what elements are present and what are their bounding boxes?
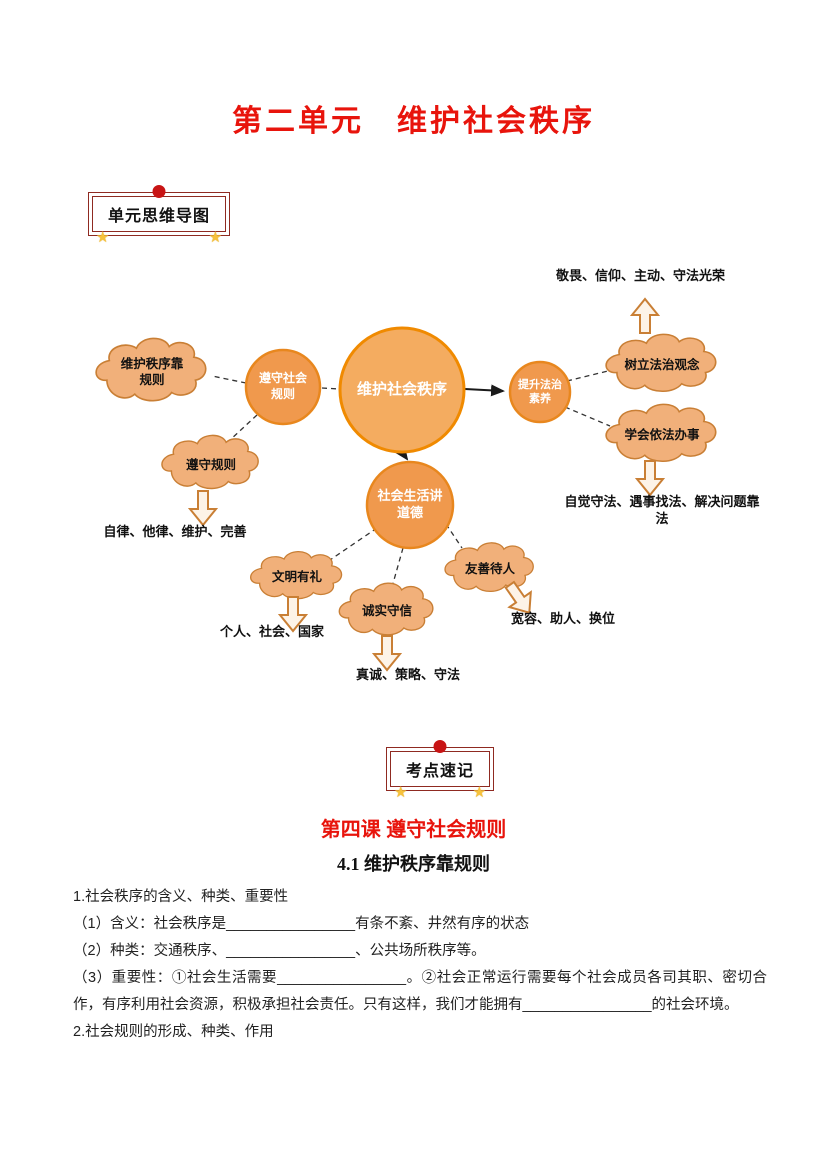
label-law-top: 敬畏、信仰、主动、守法光荣 — [555, 268, 725, 283]
cloud-law-practice-label: 学会依法办事 — [624, 428, 700, 443]
law-node-label: 提升法治 素养 — [518, 378, 562, 405]
rules-node-label: 遵守社会 规则 — [258, 371, 307, 401]
content-block: 1.社会秩序的含义、种类、重要性 （1）含义：社会秩序是____________… — [73, 884, 767, 1046]
cloud-kindness-label: 友善待人 — [464, 561, 515, 576]
content-line-2: （1）含义：社会秩序是________________有条不紊、井然有序的状态 — [73, 916, 530, 932]
block-arrow-down-icon — [373, 635, 401, 671]
central-node-label: 维护社会秩序 — [356, 381, 447, 399]
lesson-title: 第四课 遵守社会规则 — [320, 819, 507, 841]
content-line-1: 1.社会秩序的含义、种类、重要性 — [73, 889, 289, 905]
star-icon — [473, 783, 486, 801]
cloud-honesty-label: 诚实守信 — [361, 603, 412, 618]
mindmap-diagram — [95, 298, 717, 671]
morality-node-circle — [365, 460, 455, 550]
block-arrow-up-icon — [631, 298, 659, 334]
dashed-connectors — [211, 369, 613, 588]
star-icon — [96, 228, 109, 246]
keypoints-section-badge: 考点速记 — [386, 740, 495, 791]
keypoints-badge-label: 考点速记 — [390, 751, 491, 787]
central-node-circle — [338, 326, 466, 454]
block-arrow-down-icon — [636, 460, 664, 496]
cloud-politeness-label: 文明有礼 — [271, 569, 322, 584]
label-honesty-bottom: 真诚、策略、守法 — [355, 667, 460, 682]
morality-node-label: 社会生活讲 道德 — [377, 488, 443, 520]
document-title: 第二单元 维护社会秩序 — [232, 105, 595, 138]
block-arrow-down-icon — [189, 490, 217, 526]
content-line-5: 2.社会规则的形成、种类、作用 — [73, 1024, 274, 1040]
content-line-3: （2）种类：交通秩序、________________、公共场所秩序等。 — [73, 943, 486, 959]
rules-node-circle — [244, 348, 322, 426]
label-politeness-bottom: 个人、社会、国家 — [219, 624, 324, 639]
star-icon — [209, 228, 222, 246]
red-dot-icon — [433, 740, 447, 753]
mindmap-badge-label: 单元思维导图 — [92, 196, 227, 232]
label-kindness-bottom: 宽容、助人、换位 — [510, 611, 615, 626]
cloud-order-rules-label: 维护秩序靠 规则 — [120, 356, 184, 387]
red-dot-icon — [152, 185, 166, 198]
cloud-obey-rules-label: 遵守规则 — [185, 457, 236, 472]
content-line-4: （3）重要性：①社会生活需要________________。②社会正常运行需要… — [73, 970, 767, 1013]
subsection-title: 4.1 维护秩序靠规则 — [337, 854, 490, 874]
star-icon — [394, 783, 407, 801]
cloud-law-concept-label: 树立法治观念 — [624, 358, 700, 373]
mindmap-section-badge: 单元思维导图 — [88, 185, 231, 236]
label-law-bottom: 自觉守法、遇事找法、解决问题靠 法 — [564, 494, 760, 526]
label-rules-bottom: 自律、他律、维护、完善 — [103, 524, 247, 539]
law-node-circle — [508, 360, 572, 424]
